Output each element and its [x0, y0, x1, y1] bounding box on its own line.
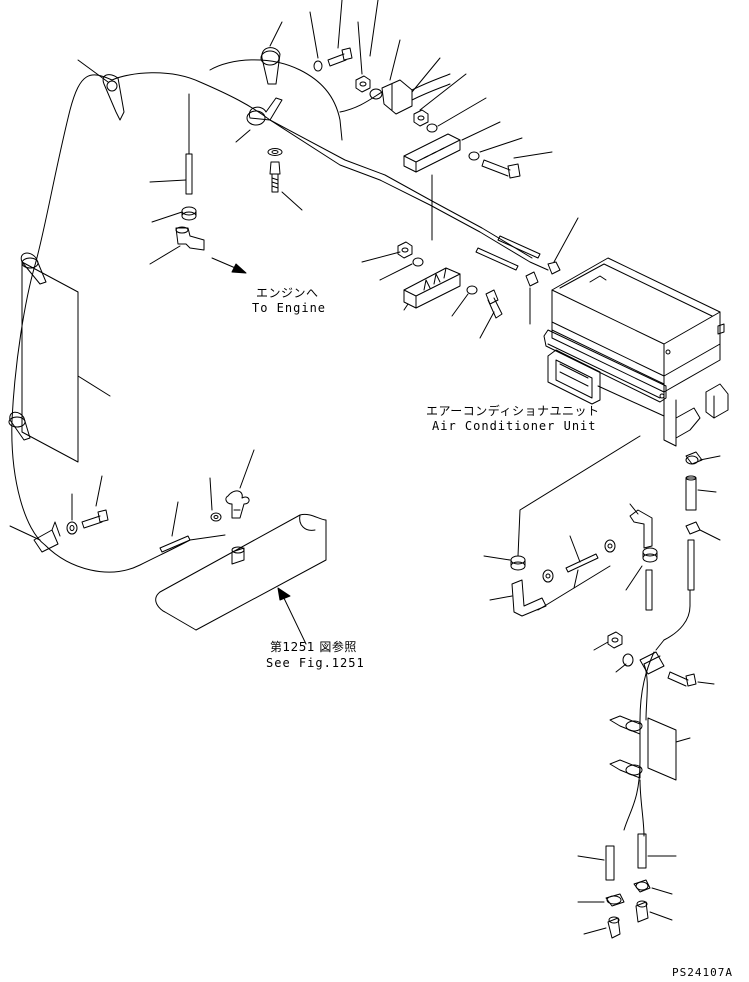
nut-right-top — [413, 109, 429, 127]
elbow-right-b — [629, 509, 653, 549]
clip-left-bottom — [33, 521, 61, 553]
clamp-bar-lower — [403, 267, 461, 309]
drain-tube-bottom-right — [637, 833, 647, 869]
clip-top-left — [102, 74, 125, 121]
washer-lower — [412, 257, 424, 267]
label-see-fig-jp: 第1251 図参照 — [270, 640, 357, 654]
drain-tube-vertical — [663, 539, 695, 641]
bolt-top — [327, 47, 353, 67]
bolt-bottom-left — [81, 509, 109, 529]
valve-fitting — [225, 490, 250, 519]
clip-lower-right — [639, 651, 665, 675]
drain-valve-left — [607, 916, 621, 939]
arrow-see-fig — [277, 587, 307, 645]
air-conditioner-unit — [543, 257, 729, 447]
clamp-right-b — [604, 539, 616, 553]
clip-left-lower — [8, 411, 31, 441]
hose-harness-left — [11, 72, 549, 573]
washer-top — [313, 60, 323, 72]
nut-top — [355, 75, 371, 93]
drain-tube-short — [685, 475, 697, 511]
drain-cap-bottom-right — [633, 879, 651, 893]
label-see-fig-en: See Fig.1251 — [266, 656, 365, 670]
fitting-elbow — [175, 226, 205, 251]
washer-lower-bar — [466, 285, 478, 295]
label-to-engine-jp: エンジンへ — [256, 286, 319, 300]
sleeve-bottom — [159, 535, 191, 553]
hose-upper — [209, 59, 343, 141]
washer-bottom-left — [66, 521, 78, 535]
pipe-section — [155, 513, 327, 631]
nut-lower — [397, 241, 413, 259]
clamp-right-c — [642, 547, 658, 563]
bracket-plate-left — [21, 261, 79, 463]
clamp-bottom — [210, 512, 222, 522]
clip-lower-b — [609, 759, 643, 779]
drain-cap-mid — [685, 521, 701, 535]
sleeve-upper-right — [497, 235, 541, 259]
elbow-right-a — [511, 579, 547, 617]
sleeve-lower-right — [475, 247, 519, 271]
sleeve-left — [185, 93, 193, 195]
clip-mid-upper — [246, 97, 283, 126]
washer-upper-bar — [468, 151, 480, 161]
clip-lower-a — [609, 715, 643, 735]
drain-valve-right — [635, 900, 649, 923]
label-to-engine-en: To Engine — [252, 301, 327, 315]
drain-cap-top — [685, 451, 703, 465]
clamp-small — [181, 206, 197, 221]
bolt-vertical — [269, 161, 281, 193]
clip-unit-upper — [547, 261, 561, 275]
clamp-right-a — [510, 555, 526, 571]
washer-right-a — [542, 569, 554, 583]
clamp-block-top — [339, 73, 451, 115]
arrow-to-engine — [211, 257, 247, 274]
sleeve-right-a — [565, 553, 599, 573]
drawing-id: PS24107A — [672, 966, 733, 979]
washer-right-top — [426, 123, 438, 133]
clip-top-center — [260, 47, 281, 85]
clip-unit-lower — [525, 271, 539, 287]
nut-lower-right — [607, 631, 623, 649]
drain-cap-bottom-left — [605, 893, 625, 907]
clamp-bar-upper — [403, 133, 461, 173]
label-ac-unit-jp: エアーコンディショナユニット — [426, 404, 600, 418]
washer-lower-right — [622, 653, 634, 667]
bracket-plate-right — [647, 717, 677, 781]
bolt-lower-bar — [485, 289, 503, 319]
drain-tube-mid — [645, 569, 653, 611]
washer-mid — [267, 148, 283, 156]
label-ac-unit-en: Air Conditioner Unit — [432, 419, 597, 433]
bolt-lower-right — [667, 671, 697, 687]
drain-tube-bottom-left — [605, 845, 615, 881]
bolt-upper-bar — [481, 159, 521, 179]
